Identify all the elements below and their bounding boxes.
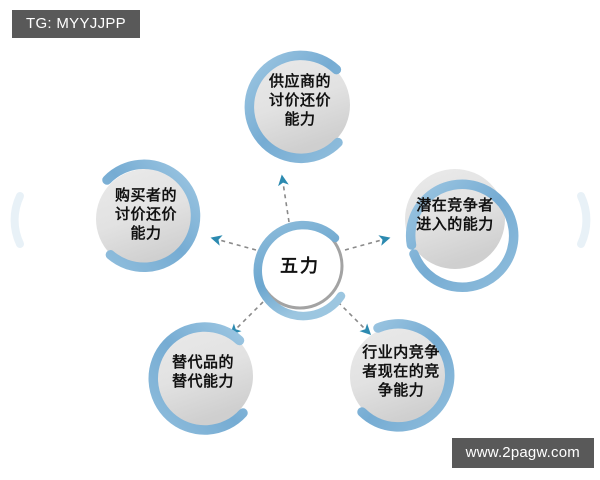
connector-center-to-potential-entrants — [344, 235, 391, 251]
node-industry-rivals[interactable] — [350, 319, 455, 432]
connector-center-to-substitutes — [229, 301, 264, 336]
node-buyers[interactable] — [96, 159, 201, 273]
connector-center-to-industry-rivals — [337, 301, 372, 336]
connector-center-to-buyers — [210, 235, 257, 251]
node-suppliers[interactable] — [244, 50, 350, 164]
node-potential-entrants[interactable] — [405, 169, 519, 292]
background-ghost-arcs — [10, 192, 591, 248]
watermark-badge: www.2pagw.com — [451, 438, 594, 468]
node-substitutes[interactable] — [148, 322, 253, 435]
node-center-hub[interactable] — [253, 220, 346, 321]
connector-center-to-suppliers — [278, 174, 290, 223]
tg-badge: TG: MYYJJPP — [12, 10, 140, 38]
